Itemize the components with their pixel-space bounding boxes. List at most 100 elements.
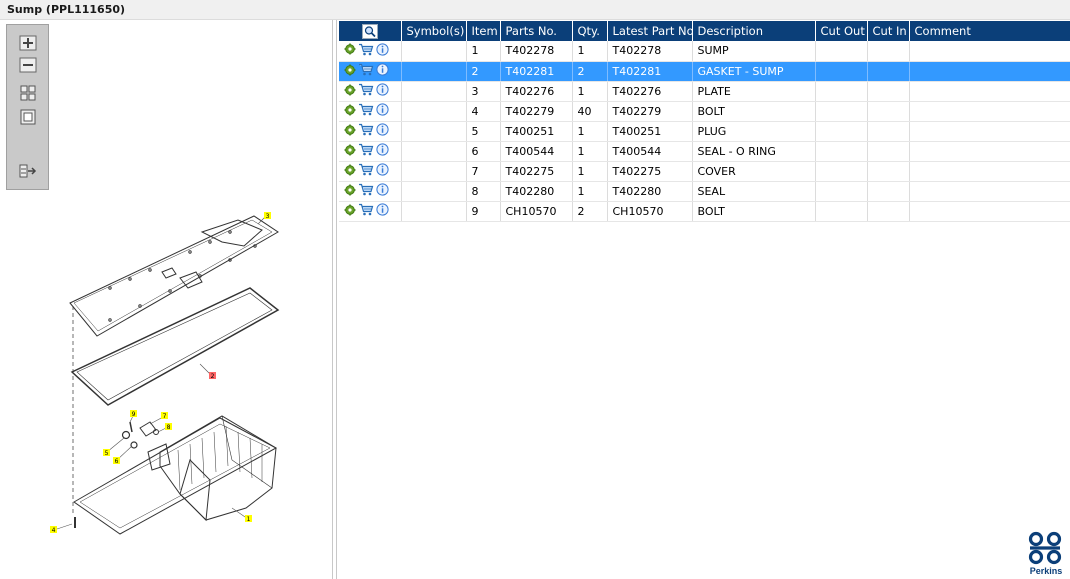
cell-cut-in (867, 41, 910, 62)
svg-text:5: 5 (105, 450, 109, 457)
cell-description: BOLT (692, 201, 816, 222)
cell-comment (909, 81, 1070, 102)
fit-all-button[interactable] (15, 83, 41, 103)
cart-icon[interactable] (358, 43, 374, 59)
diagram-toolbar (6, 24, 49, 190)
info-icon[interactable] (376, 163, 389, 179)
info-icon[interactable] (376, 183, 389, 199)
cell-cut-out (815, 101, 868, 122)
callout-5[interactable]: 5 (103, 449, 110, 457)
zoom-in-icon (19, 35, 37, 51)
gear-icon[interactable] (344, 104, 356, 119)
cell-symbols (401, 41, 467, 62)
callout-6[interactable]: 6 (113, 457, 120, 465)
cell-qty: 1 (572, 41, 608, 62)
info-icon[interactable] (376, 123, 389, 139)
cell-description: SEAL - O RING (692, 141, 816, 162)
gear-icon[interactable] (344, 64, 356, 79)
column-header-qty[interactable]: Qty. (572, 21, 608, 41)
column-header-item[interactable]: Item (466, 21, 501, 41)
column-header-parts-no[interactable]: Parts No. (500, 21, 573, 41)
cart-icon[interactable] (358, 83, 374, 99)
cell-qty: 1 (572, 81, 608, 102)
row-actions (339, 41, 402, 62)
perkins-logo: Perkins (1026, 531, 1064, 576)
callout-4[interactable]: 4 (50, 526, 57, 534)
info-icon[interactable] (376, 63, 389, 79)
column-header-comment[interactable]: Comment (909, 21, 1070, 41)
cart-icon[interactable] (358, 183, 374, 199)
gear-icon[interactable] (344, 43, 356, 58)
export-button[interactable] (15, 161, 41, 181)
cell-qty: 2 (572, 61, 608, 82)
row-actions (339, 141, 402, 162)
cell-cut-out (815, 141, 868, 162)
info-icon[interactable] (376, 83, 389, 99)
callout-8[interactable]: 8 (165, 423, 172, 431)
cart-icon[interactable] (358, 203, 374, 219)
cell-parts-no: T402279 (500, 101, 573, 122)
cell-comment (909, 101, 1070, 122)
column-header-icons[interactable] (339, 21, 402, 41)
info-icon[interactable] (376, 143, 389, 159)
cell-comment (909, 201, 1070, 222)
cart-icon[interactable] (358, 63, 374, 79)
info-icon[interactable] (376, 203, 389, 219)
column-header-cut-in[interactable]: Cut In (867, 21, 910, 41)
cell-cut-out (815, 81, 868, 102)
info-icon[interactable] (376, 43, 389, 59)
callout-7[interactable]: 7 (161, 412, 168, 420)
cell-latest-part-no: T402280 (607, 181, 693, 202)
gear-icon[interactable] (344, 164, 356, 179)
gear-icon[interactable] (344, 124, 356, 139)
cell-symbols (401, 101, 467, 122)
exploded-parts-drawing[interactable]: 3 2 9 7 8 5 6 1 4 (0, 180, 333, 579)
cart-icon[interactable] (358, 103, 374, 119)
callout-9[interactable]: 9 (130, 410, 137, 418)
cart-icon[interactable] (358, 143, 374, 159)
gear-icon[interactable] (344, 204, 356, 219)
info-icon[interactable] (376, 103, 389, 119)
callout-2[interactable]: 2 (209, 372, 216, 380)
cell-qty: 40 (572, 101, 608, 122)
cell-comment (909, 61, 1070, 82)
callout-1[interactable]: 1 (245, 515, 252, 523)
cell-parts-no: T402280 (500, 181, 573, 202)
zoom-out-button[interactable] (15, 55, 41, 75)
fit-window-button[interactable] (15, 107, 41, 127)
cell-cut-out (815, 61, 868, 82)
cell-qty: 1 (572, 161, 608, 182)
cell-symbols (401, 141, 467, 162)
cart-icon[interactable] (358, 163, 374, 179)
svg-text:4: 4 (52, 527, 56, 534)
zoom-in-button[interactable] (15, 33, 41, 53)
gear-icon[interactable] (344, 144, 356, 159)
column-header-symbols[interactable]: Symbol(s) (401, 21, 467, 41)
cell-description: BOLT (692, 101, 816, 122)
cell-cut-out (815, 121, 868, 142)
gear-icon[interactable] (344, 84, 356, 99)
cell-qty: 2 (572, 201, 608, 222)
cell-parts-no: T402278 (500, 41, 573, 62)
column-header-latest-part-no[interactable]: Latest Part No. (607, 21, 693, 41)
diagram-pane: 3 2 9 7 8 5 6 1 4 (0, 20, 333, 579)
column-header-description[interactable]: Description (692, 21, 816, 41)
cart-icon[interactable] (358, 123, 374, 139)
svg-text:7: 7 (163, 413, 167, 420)
callout-3[interactable]: 3 (264, 212, 271, 220)
column-header-cut-out[interactable]: Cut Out (815, 21, 868, 41)
gear-icon[interactable] (344, 184, 356, 199)
cell-latest-part-no: T400251 (607, 121, 693, 142)
svg-text:1: 1 (247, 516, 251, 523)
cell-comment (909, 161, 1070, 182)
cell-description: COVER (692, 161, 816, 182)
